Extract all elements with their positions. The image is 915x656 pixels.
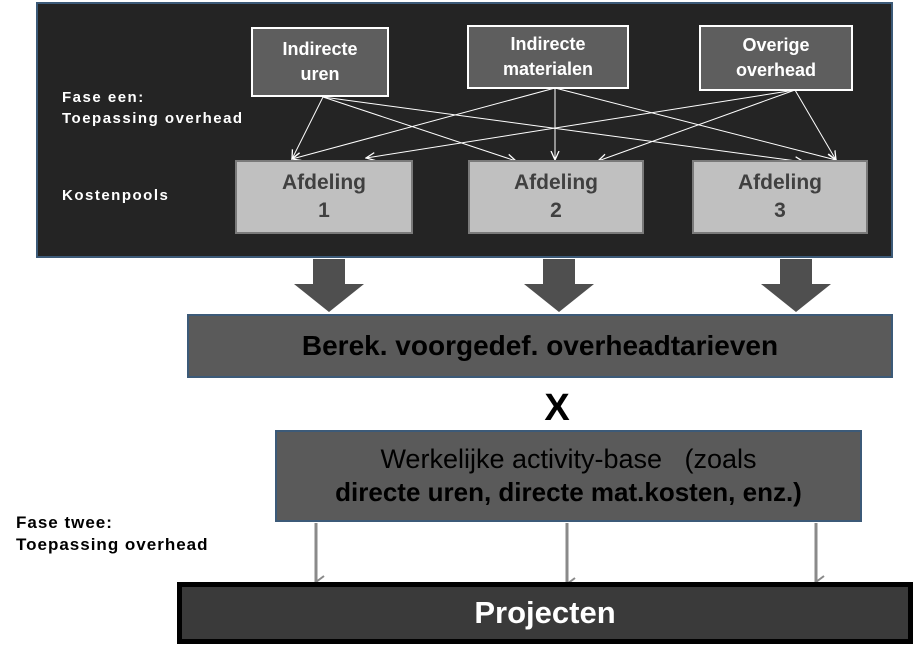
multiply-sign: X bbox=[544, 386, 570, 429]
department-label-line1: Afdeling bbox=[514, 171, 598, 194]
department-label-line2: 3 bbox=[774, 199, 786, 222]
source-label-line2: uren bbox=[300, 64, 340, 84]
big-down-arrow bbox=[761, 259, 831, 312]
department-box-1: Afdeling 1 bbox=[235, 160, 413, 234]
department-box-2: Afdeling 2 bbox=[468, 160, 644, 234]
projects-label: Projecten bbox=[474, 595, 616, 630]
source-box-indirect-hours: Indirecte uren bbox=[251, 27, 389, 97]
source-label-line2: overhead bbox=[735, 60, 817, 80]
department-label-line1: Afdeling bbox=[738, 171, 822, 194]
activity-base-line2: directe uren, directe mat.kosten, enz.) bbox=[335, 477, 802, 507]
source-box-indirect-materials: Indirecte materialen bbox=[467, 25, 629, 89]
phase-two-label-line2: Toepassing overhead bbox=[16, 535, 209, 554]
source-box-other-overhead: Overige overhead bbox=[699, 25, 853, 91]
department-box-3: Afdeling 3 bbox=[692, 160, 868, 234]
projects-box: Projecten bbox=[177, 582, 913, 644]
department-label-line2: 2 bbox=[550, 199, 562, 222]
phase-one-label-line1: Fase een: bbox=[62, 89, 145, 106]
predetermined-rates-box: Berek. voorgedef. overheadtarieven bbox=[187, 314, 893, 378]
phase-two-label-line1: Fase twee: bbox=[16, 513, 113, 532]
big-down-arrow bbox=[294, 259, 364, 312]
phase-one-label: Fase een: Toepassing overhead bbox=[62, 87, 244, 129]
source-label-line1: Indirecte bbox=[282, 39, 358, 59]
department-label-line2: 1 bbox=[318, 199, 330, 222]
big-down-arrow bbox=[524, 259, 594, 312]
predetermined-rates-label: Berek. voorgedef. overheadtarieven bbox=[301, 330, 779, 361]
department-label-line1: Afdeling bbox=[282, 171, 366, 194]
source-label-line1: Overige bbox=[742, 35, 810, 55]
phase-two-label: Fase twee: Toepassing overhead bbox=[16, 512, 209, 556]
actual-activity-base-box: Werkelijke activity-base (zoals directe … bbox=[275, 430, 862, 522]
cost-pools-label: Kostenpools bbox=[62, 187, 170, 204]
activity-base-line1: Werkelijke activity-base (zoals bbox=[380, 444, 757, 474]
source-label-line1: Indirecte bbox=[510, 34, 586, 54]
source-label-line2: materialen bbox=[502, 59, 594, 79]
phase-one-label-line2: Toepassing overhead bbox=[62, 110, 244, 127]
